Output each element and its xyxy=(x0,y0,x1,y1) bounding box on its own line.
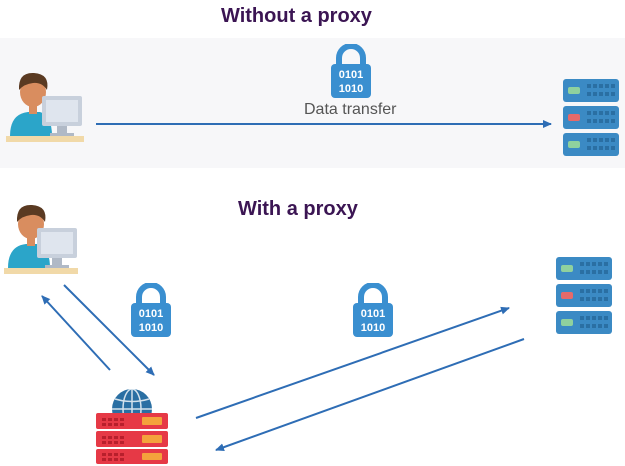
lock-text-line2: 1010 xyxy=(361,322,385,334)
lock-icon: 0101 1010 xyxy=(353,283,393,337)
title-with-proxy: With a proxy xyxy=(238,198,358,220)
arrow-proxy-to-user xyxy=(41,295,111,371)
server-icon xyxy=(563,79,619,156)
title-without-proxy: Without a proxy xyxy=(221,5,372,27)
data-transfer-label: Data transfer xyxy=(304,101,397,118)
user-at-computer-icon xyxy=(4,204,78,274)
lock-text-line1: 0101 xyxy=(361,308,385,320)
proxy-server-globe-icon xyxy=(96,388,168,464)
lock-text-line2: 1010 xyxy=(339,83,363,95)
lock-text-line2: 1010 xyxy=(139,322,163,334)
arrow-proxy-to-server xyxy=(195,306,510,419)
user-at-computer-icon xyxy=(6,72,84,142)
top-section-background xyxy=(0,38,625,168)
lock-text-line1: 0101 xyxy=(339,69,363,81)
lock-icon: 0101 1010 xyxy=(131,283,171,337)
arrow-user-to-proxy xyxy=(63,284,155,376)
lock-text-line1: 0101 xyxy=(139,308,163,320)
lock-icon: 0101 1010 xyxy=(331,44,371,98)
server-icon xyxy=(556,257,612,334)
arrow-server-to-proxy xyxy=(215,338,525,452)
